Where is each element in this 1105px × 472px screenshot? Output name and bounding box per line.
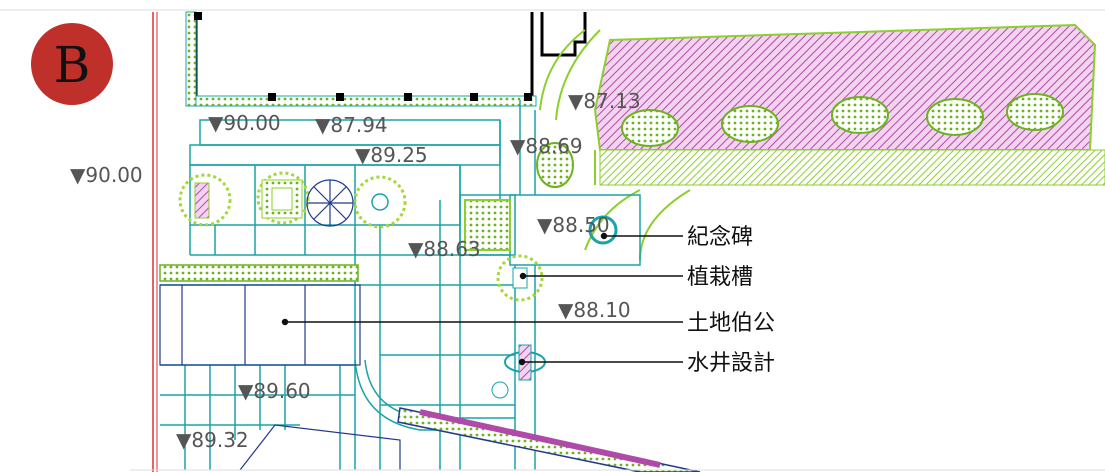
building-outline	[185, 11, 587, 107]
elevation-label: ▼87.13	[568, 89, 641, 113]
planting-strip	[159, 264, 359, 282]
memorial-circle	[588, 215, 618, 245]
tree-circles	[178, 171, 544, 302]
section-badge-letter: B	[54, 36, 91, 94]
elevation-label: ▼90.00	[70, 163, 143, 187]
shrub-row	[536, 93, 1064, 188]
callout-labels: 紀念碑 植栽槽 土地伯公 水井設計	[687, 225, 775, 376]
callout-planter: 植栽槽	[687, 265, 753, 290]
section-badge: B	[31, 23, 113, 105]
site-boundary	[152, 12, 158, 472]
lawn-area	[539, 23, 1105, 261]
elevation-label: ▼87.94	[315, 113, 388, 137]
umbrella-gazebo	[306, 179, 354, 227]
well-feature	[491, 344, 546, 399]
diagonal-planter	[397, 407, 701, 472]
elevation-label: ▼88.50	[537, 213, 610, 237]
elevation-label: ▼89.32	[176, 428, 249, 452]
elevation-label: ▼88.69	[510, 134, 583, 158]
elevation-label: ▼89.60	[238, 379, 311, 403]
callout-leaders	[281, 232, 683, 366]
elevation-label: ▼88.63	[408, 237, 481, 261]
callout-well-design: 水井設計	[687, 351, 775, 376]
elevation-label: ▼90.00	[208, 111, 281, 135]
callout-memorial: 紀念碑	[687, 225, 753, 250]
callout-earth-god-shrine: 土地伯公	[687, 311, 775, 336]
elevation-label: ▼88.10	[558, 298, 631, 322]
elevation-labels: ▼90.00 ▼87.94 ▼87.13 ▼89.25 ▼88.69 ▼90.0…	[70, 89, 641, 452]
elevation-label: ▼89.25	[355, 143, 428, 167]
pavilion-block	[159, 284, 401, 471]
